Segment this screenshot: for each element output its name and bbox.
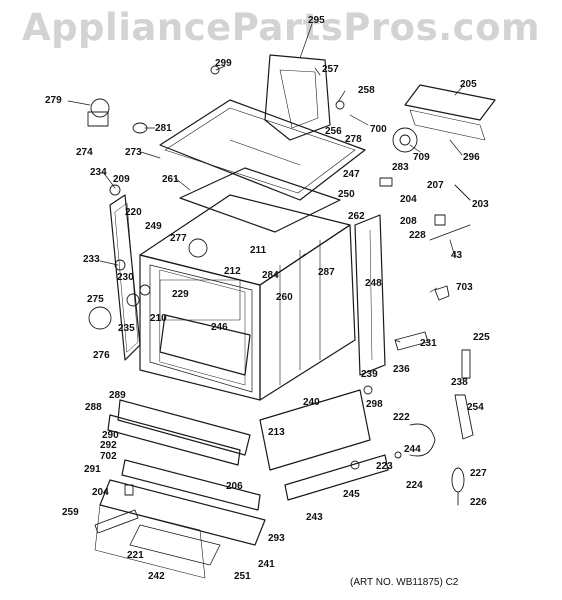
callout: 250 xyxy=(338,189,355,200)
callout: 260 xyxy=(276,292,293,303)
callout: 227 xyxy=(470,468,487,479)
callout: 228 xyxy=(409,230,426,241)
callout: 220 xyxy=(125,207,142,218)
callout: 278 xyxy=(345,134,362,145)
callout: 241 xyxy=(258,559,275,570)
callout: 293 xyxy=(268,533,285,544)
callout: 283 xyxy=(392,162,409,173)
callout: 236 xyxy=(393,364,410,375)
callout: 209 xyxy=(113,174,130,185)
callout: 702 xyxy=(100,451,117,462)
callout: 203 xyxy=(472,199,489,210)
callout: 239 xyxy=(361,369,378,380)
callout: 208 xyxy=(400,216,417,227)
callout: 210 xyxy=(150,313,167,324)
rear-trim xyxy=(404,84,496,141)
callout: 206 xyxy=(226,481,243,492)
callout: 233 xyxy=(83,254,100,265)
callout: 287 xyxy=(318,267,335,278)
callout: 298 xyxy=(366,399,383,410)
callout: 290 xyxy=(102,430,119,441)
callout: 274 xyxy=(76,147,93,158)
oven-liner xyxy=(159,279,251,376)
callout: 204 xyxy=(400,194,417,205)
callout: 273 xyxy=(125,147,142,158)
callout: 245 xyxy=(343,489,360,500)
callout: 289 xyxy=(109,390,126,401)
top-panel xyxy=(159,99,366,233)
callout: 256 xyxy=(325,126,342,137)
callout: 299 xyxy=(215,58,232,69)
callout: 234 xyxy=(90,167,107,178)
callout: 261 xyxy=(162,174,179,185)
callout: 247 xyxy=(343,169,360,180)
callout: 295 xyxy=(308,15,325,26)
callout: 211 xyxy=(250,245,267,256)
callout: 277 xyxy=(170,233,187,244)
callout: 279 xyxy=(45,95,62,106)
callout: 709 xyxy=(413,152,430,163)
callout: 284 xyxy=(262,270,279,281)
art-number: (ART NO. WB11875) C2 xyxy=(350,577,459,588)
callout: 238 xyxy=(451,377,468,388)
callout: 235 xyxy=(118,323,135,334)
callout: 229 xyxy=(172,289,189,300)
callout: 276 xyxy=(93,350,110,361)
small-parts xyxy=(87,65,474,534)
base-kick-panel xyxy=(259,389,389,501)
callout: 262 xyxy=(348,211,365,222)
leader-lines xyxy=(67,23,465,343)
callout: 240 xyxy=(303,397,320,408)
callout: 281 xyxy=(155,123,172,134)
callout: 207 xyxy=(427,180,444,191)
callout: 257 xyxy=(322,64,339,75)
callout: 43 xyxy=(451,250,463,261)
callout: 224 xyxy=(406,480,423,491)
broiler-drawer xyxy=(94,399,266,579)
left-side-panel xyxy=(109,194,141,361)
callout: 296 xyxy=(463,152,480,163)
callout: 231 xyxy=(420,338,437,349)
callout: 212 xyxy=(224,266,241,277)
callout: 246 xyxy=(211,322,228,333)
callout: 205 xyxy=(460,79,477,90)
callout: 230 xyxy=(117,272,134,283)
callout: 291 xyxy=(84,464,101,475)
callout: 243 xyxy=(306,512,323,523)
part-callouts: 295 299 257 205 258 279 700 281 256 278 … xyxy=(45,15,490,582)
callout: 222 xyxy=(393,412,410,423)
callout: 254 xyxy=(467,402,484,413)
callout: 213 xyxy=(268,427,285,438)
callout: 703 xyxy=(456,282,473,293)
watermark: AppliancePartsPros.com xyxy=(21,6,541,49)
callout: 225 xyxy=(473,332,490,343)
callout: 221 xyxy=(127,550,144,561)
callout: 226 xyxy=(470,497,487,508)
callout: 251 xyxy=(234,571,251,582)
callout: 248 xyxy=(365,278,382,289)
callout: 275 xyxy=(87,294,104,305)
callout: 292 xyxy=(100,440,117,451)
callout: 244 xyxy=(404,444,421,455)
cabinet-frame xyxy=(139,194,356,401)
vent-duct xyxy=(264,54,331,141)
callout: 223 xyxy=(376,461,393,472)
callout: 249 xyxy=(145,221,162,232)
callout: 700 xyxy=(370,124,387,135)
callout: 258 xyxy=(358,85,375,96)
callout: 204 xyxy=(92,487,109,498)
callout: 259 xyxy=(62,507,79,518)
right-side-panel xyxy=(354,214,386,376)
callout: 288 xyxy=(85,402,102,413)
callout: 242 xyxy=(148,571,165,582)
